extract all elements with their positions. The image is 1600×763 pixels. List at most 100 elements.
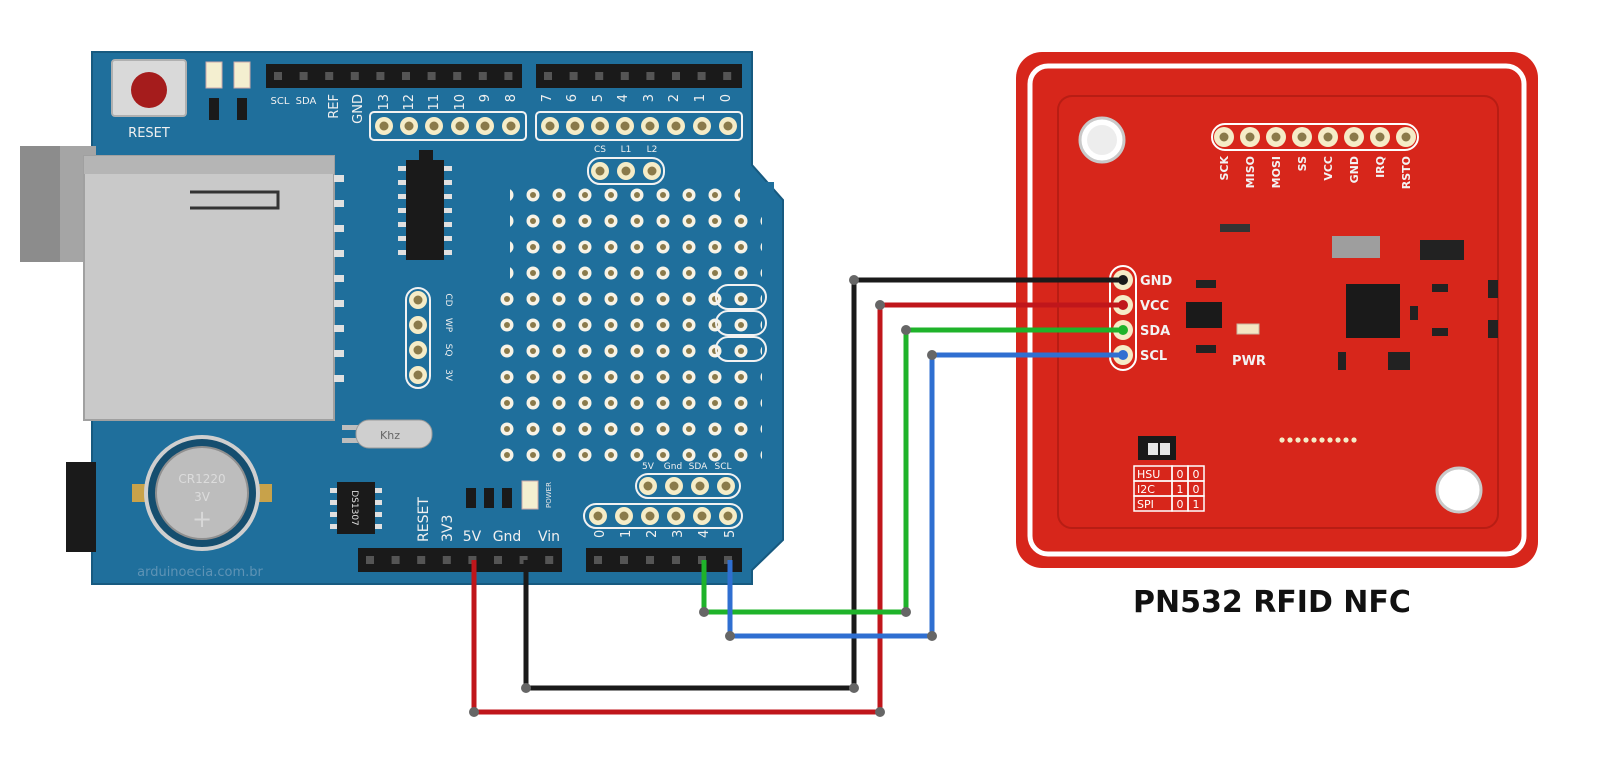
- header-pin: [595, 72, 604, 80]
- header-pin: [376, 72, 385, 80]
- sd-pin-label: 3V: [443, 369, 453, 382]
- header-pin: [417, 556, 426, 564]
- pin-label: REF: [327, 94, 342, 119]
- header-pin: [274, 72, 282, 80]
- digital-header-right: [536, 64, 742, 88]
- analog-pin-label: 1: [619, 530, 634, 538]
- pin-label: 8: [504, 94, 519, 102]
- reset-button[interactable]: [111, 59, 187, 117]
- coin-cell-battery: [132, 435, 272, 551]
- pn532-pin-label: SCK: [1218, 156, 1231, 181]
- pin-label: 2: [667, 94, 682, 102]
- i2c-pin-label: SCL: [714, 462, 731, 472]
- header-pin: [366, 556, 374, 564]
- header-pin: [672, 72, 680, 80]
- sd-pin-label: SQ: [443, 344, 453, 357]
- pin-label: 11: [427, 94, 442, 111]
- analog-pin-label: 0: [593, 530, 608, 538]
- analog-pin-label: 5: [723, 530, 738, 538]
- power-pin-label: Vin: [538, 529, 560, 545]
- analog-pin-label: 3: [671, 530, 686, 538]
- jumper-label: CS: [594, 145, 606, 155]
- pin-label: 1: [693, 94, 708, 102]
- header-pin: [325, 72, 334, 80]
- led: [205, 61, 223, 89]
- header-pin: [391, 556, 400, 564]
- power-header: [358, 548, 562, 572]
- pin-label: 9: [478, 94, 493, 102]
- sd-level-shifter-ic: [398, 160, 452, 260]
- header-pin: [620, 72, 629, 80]
- pin-label: 13: [377, 94, 392, 111]
- power-led-label: POWER: [545, 482, 553, 508]
- sd-pin-label: WP: [443, 318, 453, 333]
- i2c-pin-label: 5V: [642, 462, 655, 472]
- header-pin: [544, 72, 552, 80]
- wires: [469, 275, 1125, 717]
- pn532-chip: [1346, 284, 1400, 338]
- pin-label: 5: [591, 94, 606, 102]
- pin-label: 0: [719, 94, 734, 102]
- dc-jack: [66, 462, 96, 552]
- mode-table-cell: I2C: [1137, 483, 1155, 496]
- header-pin: [427, 72, 436, 80]
- module-title: PN532 RFID NFC: [1133, 585, 1411, 620]
- i2c-pin-label: Gnd: [664, 462, 682, 472]
- prototype-area: [490, 182, 762, 468]
- battery-model: CR1220: [178, 472, 225, 486]
- battery-voltage: 3V: [194, 490, 211, 504]
- pn532-pin-label: GND: [1140, 274, 1173, 289]
- watermark: arduinoecia.com.br: [137, 565, 263, 580]
- header-pin: [442, 556, 451, 564]
- jumper-label: L2: [647, 145, 658, 155]
- pn532-side-pin-labels: GND VCC SDA SCL: [1140, 274, 1173, 364]
- mode-table-cell: HSU: [1137, 468, 1160, 481]
- pn532-pin-label: MISO: [1244, 156, 1257, 188]
- pin-label: 4: [616, 94, 631, 102]
- i2c-pin-label: SDA: [689, 462, 708, 472]
- pn532-pin-label: SDA: [1140, 324, 1170, 339]
- pn532-pin-label: RSTO: [1400, 156, 1413, 189]
- pin-label: SDA: [296, 96, 317, 107]
- pn532-pin-label: SS: [1296, 156, 1309, 171]
- analog-header: [586, 548, 742, 572]
- header-pin: [594, 556, 602, 564]
- header-pin: [453, 72, 462, 80]
- header-pin: [494, 556, 502, 564]
- pin-label: 7: [540, 94, 555, 102]
- pwr-label: PWR: [1232, 354, 1266, 369]
- header-pin: [620, 556, 628, 564]
- reset-label: RESET: [128, 126, 170, 141]
- led: [233, 61, 251, 89]
- mode-table-cell: SPI: [1137, 498, 1154, 511]
- header-pin: [545, 556, 554, 564]
- mode-table-cell: 0: [1193, 483, 1200, 496]
- mount-hole: [1435, 466, 1483, 514]
- power-pin-label: RESET: [416, 497, 432, 542]
- pn532-pin-label: VCC: [1322, 156, 1335, 181]
- header-pin: [299, 72, 308, 80]
- pin-label: GND: [351, 94, 366, 124]
- header-pin: [402, 72, 410, 80]
- power-pin-label: Gnd: [493, 529, 522, 545]
- pin-label: 10: [453, 94, 468, 111]
- header-pin: [672, 556, 680, 564]
- pin-label: SCL: [271, 96, 290, 107]
- mode-table-cell: 0: [1177, 498, 1184, 511]
- pn532-pin-label: VCC: [1140, 299, 1169, 314]
- sd-pin-label: CD: [443, 293, 453, 306]
- i2c-pin-labels: 5V Gnd SDA SCL: [642, 462, 731, 472]
- pn532-pin-label: MOSI: [1270, 156, 1283, 188]
- header-pin: [350, 72, 359, 80]
- header-pin: [723, 72, 732, 80]
- pn532-pin-label: SCL: [1140, 349, 1167, 364]
- battery-plus: +: [192, 505, 212, 533]
- pn532-pin-label: GND: [1348, 156, 1361, 183]
- power-pin-label: 5V: [463, 529, 482, 545]
